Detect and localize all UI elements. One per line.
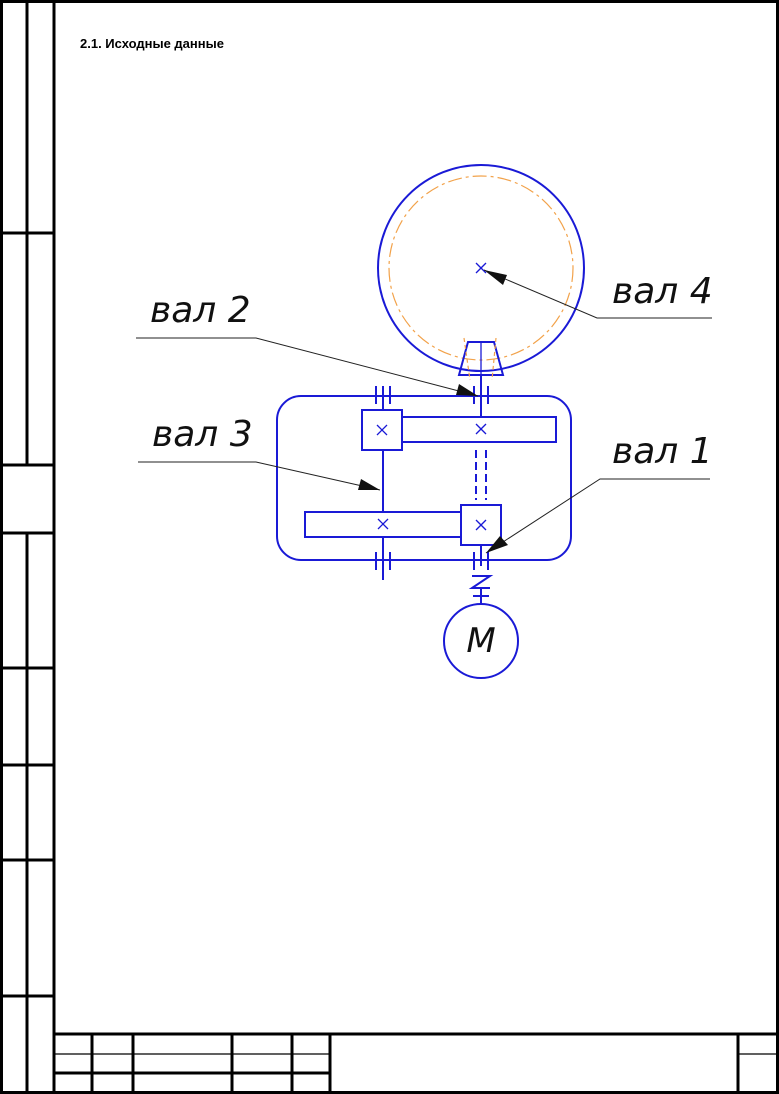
shaft-3 [375,386,391,580]
upper-gear-stage [361,409,557,451]
shaft-4-label: вал 4 [612,271,713,312]
cross-icon [475,519,487,531]
center-cross-icon [475,262,487,274]
title-block [54,1032,779,1094]
section-heading: 2.1. Исходные данные [80,36,224,51]
pinion [457,337,505,381]
cross-icon [376,424,388,436]
leader-shaft-2: вал 2 [136,290,479,397]
shaft-2-label: вал 2 [150,290,251,331]
shaft-1 [468,545,494,604]
lower-gear-stage [304,504,502,546]
cross-icon [377,518,389,530]
output-wheel [377,164,585,372]
motor: M [443,603,519,679]
cross-icon [475,423,487,435]
motor-label: M [466,621,495,661]
shaft-1-upper [475,450,487,500]
gearbox-housing [276,395,572,561]
leader-shaft-1: вал 1 [485,431,713,554]
leader-shaft-4: вал 4 [483,269,713,319]
shaft-1-label: вал 1 [612,431,713,472]
shaft-3-label: вал 3 [152,414,253,455]
leader-shaft-3: вал 3 [138,414,381,491]
